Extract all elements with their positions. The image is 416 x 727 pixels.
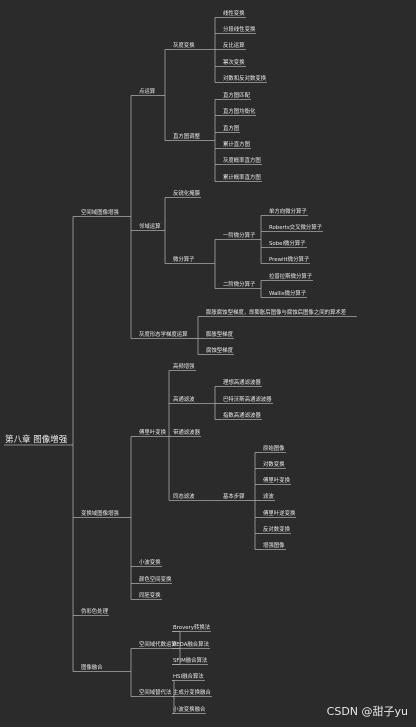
- topic-node-children-0-children-1-children-1-children-0[interactable]: 一阶微分算子: [223, 232, 256, 239]
- topic-node-children-1-children-0-children-0[interactable]: 高频增强: [173, 363, 195, 370]
- root-topic[interactable]: 第八章 图像增强: [5, 435, 68, 445]
- topic-node-children-1-children-0[interactable]: 傅里叶变换: [139, 429, 166, 436]
- topic-node-children-0-children-0[interactable]: 点运算: [139, 88, 156, 95]
- topic-node-children-1-children-0-children-1[interactable]: 高通滤波: [173, 396, 195, 403]
- topic-node-children-3-children-1-children-2[interactable]: 小波变换融合: [173, 706, 206, 713]
- topic-node-children-3-children-1[interactable]: 空间域替代法: [139, 689, 172, 696]
- topic-node-children-1-children-0-children-3-children-0-children-5[interactable]: 反对数变换: [263, 526, 290, 533]
- topic-node-children-0-children-1-children-1-children-1[interactable]: 二阶微分算子: [223, 281, 256, 288]
- topic-node-children-0-children-0-children-1-children-3[interactable]: 累计直方图: [223, 141, 250, 148]
- topic-node-children-1-children-2[interactable]: 颜色空间变换: [139, 576, 172, 583]
- topic-node-children-1-children-0-children-3-children-0-children-6[interactable]: 增强图像: [263, 542, 285, 549]
- topic-node-children-0-children-1-children-1-children-1-children-0[interactable]: 拉普拉斯微分算子: [269, 273, 313, 280]
- topic-node-children-0-children-0-children-0-children-4[interactable]: 对数和反对数变换: [223, 75, 267, 82]
- topic-node-children-0-children-0-children-1[interactable]: 直方图调整: [173, 133, 200, 140]
- topic-node-children-0-children-0-children-0[interactable]: 灰度变换: [173, 42, 195, 49]
- topic-node-children-1-children-0-children-3-children-0-children-2[interactable]: 傅里叶变换: [263, 477, 290, 484]
- watermark: CSDN @甜子yu: [326, 705, 408, 718]
- topic-node-children-1-children-0-children-1-children-0[interactable]: 理想高通滤波器: [223, 379, 261, 386]
- topic-node-children-0-children-1-children-1-children-0-children-1[interactable]: Roberts交叉微分算子: [269, 224, 323, 231]
- topic-node-children-1-children-0-children-3[interactable]: 同态滤波: [173, 493, 195, 500]
- topic-node-children-1-children-3[interactable]: 同胚变换: [139, 592, 161, 599]
- topic-node-children-0-children-2-children-1[interactable]: 膨胀型梯度: [206, 331, 233, 338]
- topic-node-children-3-children-0-children-2[interactable]: SFIM融合算法: [173, 657, 208, 664]
- topic-node-children-0-children-0-children-0-children-3[interactable]: 幂次变换: [223, 59, 245, 66]
- topic-node-children-0-children-0-children-1-children-1[interactable]: 直方图均衡化: [223, 108, 256, 115]
- topic-node-children-0-children-2-children-0[interactable]: 膨胀腐蚀型梯度，即膨胀后图像与腐蚀后图像之间的算术差: [206, 309, 347, 316]
- topic-node-children-1-children-0-children-3-children-0-children-0[interactable]: 原始图像: [263, 445, 285, 452]
- topic-node-children-3-children-0-children-1[interactable]: PEDA融合算法: [173, 641, 209, 648]
- topic-node-children-2[interactable]: 伪彩色处理: [81, 608, 108, 615]
- topic-node-children-0-children-0-children-0-children-1[interactable]: 分段线性变换: [223, 26, 256, 33]
- topic-node-children-0-children-1-children-1-children-1-children-1[interactable]: Wallis微分算子: [269, 290, 307, 297]
- topic-node-children-0-children-2-children-2[interactable]: 腐蚀型梯度: [206, 347, 233, 354]
- topic-node-children-1-children-0-children-2[interactable]: 带通滤波器: [173, 429, 200, 436]
- topic-node-children-0-children-1-children-1-children-0-children-0[interactable]: 单方向微分算子: [269, 208, 307, 215]
- topic-node-children-1-children-1[interactable]: 小波变换: [139, 559, 161, 566]
- topic-node-children-1-children-0-children-1-children-1[interactable]: 巴特沃斯高通滤波器: [223, 396, 272, 403]
- topic-node-children-0-children-1[interactable]: 邻域运算: [139, 223, 161, 230]
- topic-node-children-1[interactable]: 变换域图像增强: [81, 510, 119, 517]
- topic-node-children-3-children-1-children-1[interactable]: 主成分变换融合: [173, 689, 211, 696]
- topic-node-children-0[interactable]: 空间域图像增强: [81, 209, 119, 216]
- topic-node-children-0-children-1-children-1-children-0-children-2[interactable]: Sobel微分算子: [269, 240, 306, 247]
- topic-node-children-0-children-1-children-1-children-0-children-3[interactable]: Prewitt微分算子: [269, 256, 310, 263]
- topic-node-children-0-children-2[interactable]: 灰度形态学梯度运算: [139, 331, 188, 338]
- topic-node-children-0-children-0-children-0-children-0[interactable]: 线性变换: [223, 10, 245, 17]
- topic-node-children-1-children-0-children-3-children-0[interactable]: 基本步骤: [223, 493, 245, 500]
- topic-node-children-0-children-0-children-0-children-2[interactable]: 反比运算: [223, 42, 245, 49]
- topic-node-children-1-children-0-children-1-children-2[interactable]: 指数高通滤波器: [223, 412, 261, 419]
- topic-node-children-1-children-0-children-3-children-0-children-1[interactable]: 对数变换: [263, 461, 285, 468]
- topic-node-children-1-children-0-children-3-children-0-children-4[interactable]: 傅里叶逆变换: [263, 510, 296, 517]
- topic-node-children-3[interactable]: 图像融合: [81, 664, 103, 671]
- topic-node-children-0-children-0-children-1-children-4[interactable]: 灰度概率直方图: [223, 157, 261, 164]
- topic-node-children-0-children-0-children-1-children-2[interactable]: 直方图: [223, 125, 240, 132]
- topic-node-children-0-children-0-children-1-children-5[interactable]: 累计概率直方图: [223, 174, 261, 181]
- topic-node-children-3-children-0[interactable]: 空间域代数运算: [139, 641, 177, 648]
- topic-node-children-0-children-1-children-0[interactable]: 反锐化掩膜: [173, 190, 200, 197]
- topic-node-children-1-children-0-children-3-children-0-children-3[interactable]: 滤波: [263, 493, 274, 500]
- topic-node-children-3-children-0-children-0[interactable]: Brovery转换法: [173, 624, 211, 631]
- topic-node-children-3-children-1-children-0[interactable]: HSI融合算法: [173, 673, 204, 680]
- topic-node-children-0-children-1-children-1[interactable]: 微分算子: [173, 256, 195, 263]
- topic-node-children-0-children-0-children-1-children-0[interactable]: 直方图匹配: [223, 92, 250, 99]
